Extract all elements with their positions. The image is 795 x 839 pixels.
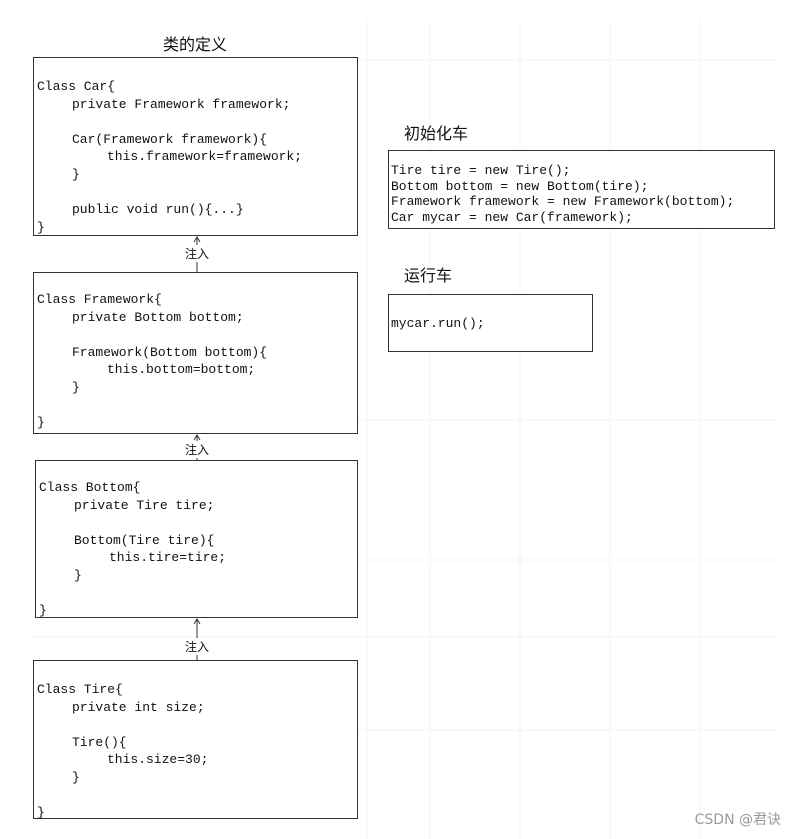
code-line: } bbox=[37, 415, 45, 431]
code-line: mycar.run(); bbox=[391, 316, 485, 331]
code-line: Bottom bottom = new Bottom(tire); bbox=[391, 178, 649, 194]
code-line bbox=[37, 716, 357, 734]
class-car-box: Class Car{ private Framework framework; Ca… bbox=[33, 57, 358, 236]
class-bottom-code: Class Bottom{ private Tire tire; Bottom(Ti… bbox=[36, 461, 357, 620]
inject-arrow-1: 注入 bbox=[182, 236, 212, 272]
code-line: this.size=30; bbox=[107, 752, 209, 768]
code-line: this.bottom=bottom; bbox=[107, 362, 256, 378]
class-framework-code: Class Framework{ private Bottom bottom; Fr… bbox=[34, 273, 357, 432]
class-tire-box: Class Tire{ private int size; Tire(){ this.… bbox=[33, 660, 358, 822]
code-line: Car(Framework framework){ bbox=[72, 131, 268, 147]
code-line: private Tire tire; bbox=[74, 497, 215, 513]
run-car-heading: 运行车 bbox=[404, 266, 453, 285]
code-line: private Bottom bottom; bbox=[72, 309, 244, 325]
code-line: Class Car{ bbox=[37, 79, 116, 94]
inject-label: 注入 bbox=[182, 638, 212, 655]
code-line: Bottom(Tire tire){ bbox=[74, 532, 215, 548]
code-line: Tire(){ bbox=[72, 734, 127, 750]
code-line: Car mycar = new Car(framework); bbox=[391, 209, 633, 225]
code-line: Class Bottom{ bbox=[39, 480, 141, 495]
class-framework-box: Class Framework{ private Bottom bottom; Fr… bbox=[33, 272, 358, 434]
inject-arrow-2: 注入 bbox=[182, 434, 212, 460]
code-line: } bbox=[37, 219, 45, 235]
code-line: } bbox=[39, 603, 47, 619]
csdn-watermark: CSDN @君诀 bbox=[694, 812, 781, 828]
code-line: } bbox=[72, 769, 80, 785]
code-line: this.tire=tire; bbox=[109, 550, 227, 566]
code-line bbox=[37, 787, 357, 805]
code-line bbox=[37, 397, 357, 415]
class-bottom-box: Class Bottom{ private Tire tire; Bottom(Ti… bbox=[35, 460, 358, 618]
run-car-code: mycar.run(); bbox=[389, 295, 592, 333]
code-line bbox=[37, 184, 357, 202]
class-tire-code: Class Tire{ private int size; Tire(){ this.… bbox=[34, 661, 357, 822]
code-line: private Framework framework; bbox=[72, 96, 291, 112]
init-car-code: Tire tire = new Tire();Bottom bottom = n… bbox=[389, 151, 774, 225]
code-line: Class Tire{ bbox=[37, 682, 123, 697]
code-line: } bbox=[72, 166, 80, 182]
class-definition-heading: 类的定义 bbox=[163, 35, 228, 54]
code-line: } bbox=[72, 379, 80, 395]
code-line bbox=[37, 326, 357, 344]
inject-label: 注入 bbox=[182, 245, 212, 262]
run-car-box: mycar.run(); bbox=[388, 294, 593, 352]
code-line: Framework framework = new Framework(bott… bbox=[391, 194, 735, 209]
inject-label: 注入 bbox=[182, 441, 212, 458]
code-line bbox=[39, 585, 357, 603]
code-line: Framework(Bottom bottom){ bbox=[72, 344, 268, 360]
inject-arrow-3: 注入 bbox=[182, 618, 212, 660]
code-line: private int size; bbox=[72, 699, 205, 715]
code-line: this.framework=framework; bbox=[107, 149, 303, 165]
code-line bbox=[37, 113, 357, 131]
init-car-box: Tire tire = new Tire();Bottom bottom = n… bbox=[388, 150, 775, 229]
class-car-code: Class Car{ private Framework framework; Ca… bbox=[34, 58, 357, 236]
code-line bbox=[39, 514, 357, 532]
code-line: } bbox=[37, 805, 45, 821]
init-car-heading: 初始化车 bbox=[404, 124, 469, 143]
code-line: public void run(){...} bbox=[72, 202, 244, 218]
code-line: Class Framework{ bbox=[37, 292, 162, 307]
code-line: } bbox=[74, 567, 82, 583]
code-line: Tire tire = new Tire(); bbox=[391, 163, 571, 178]
